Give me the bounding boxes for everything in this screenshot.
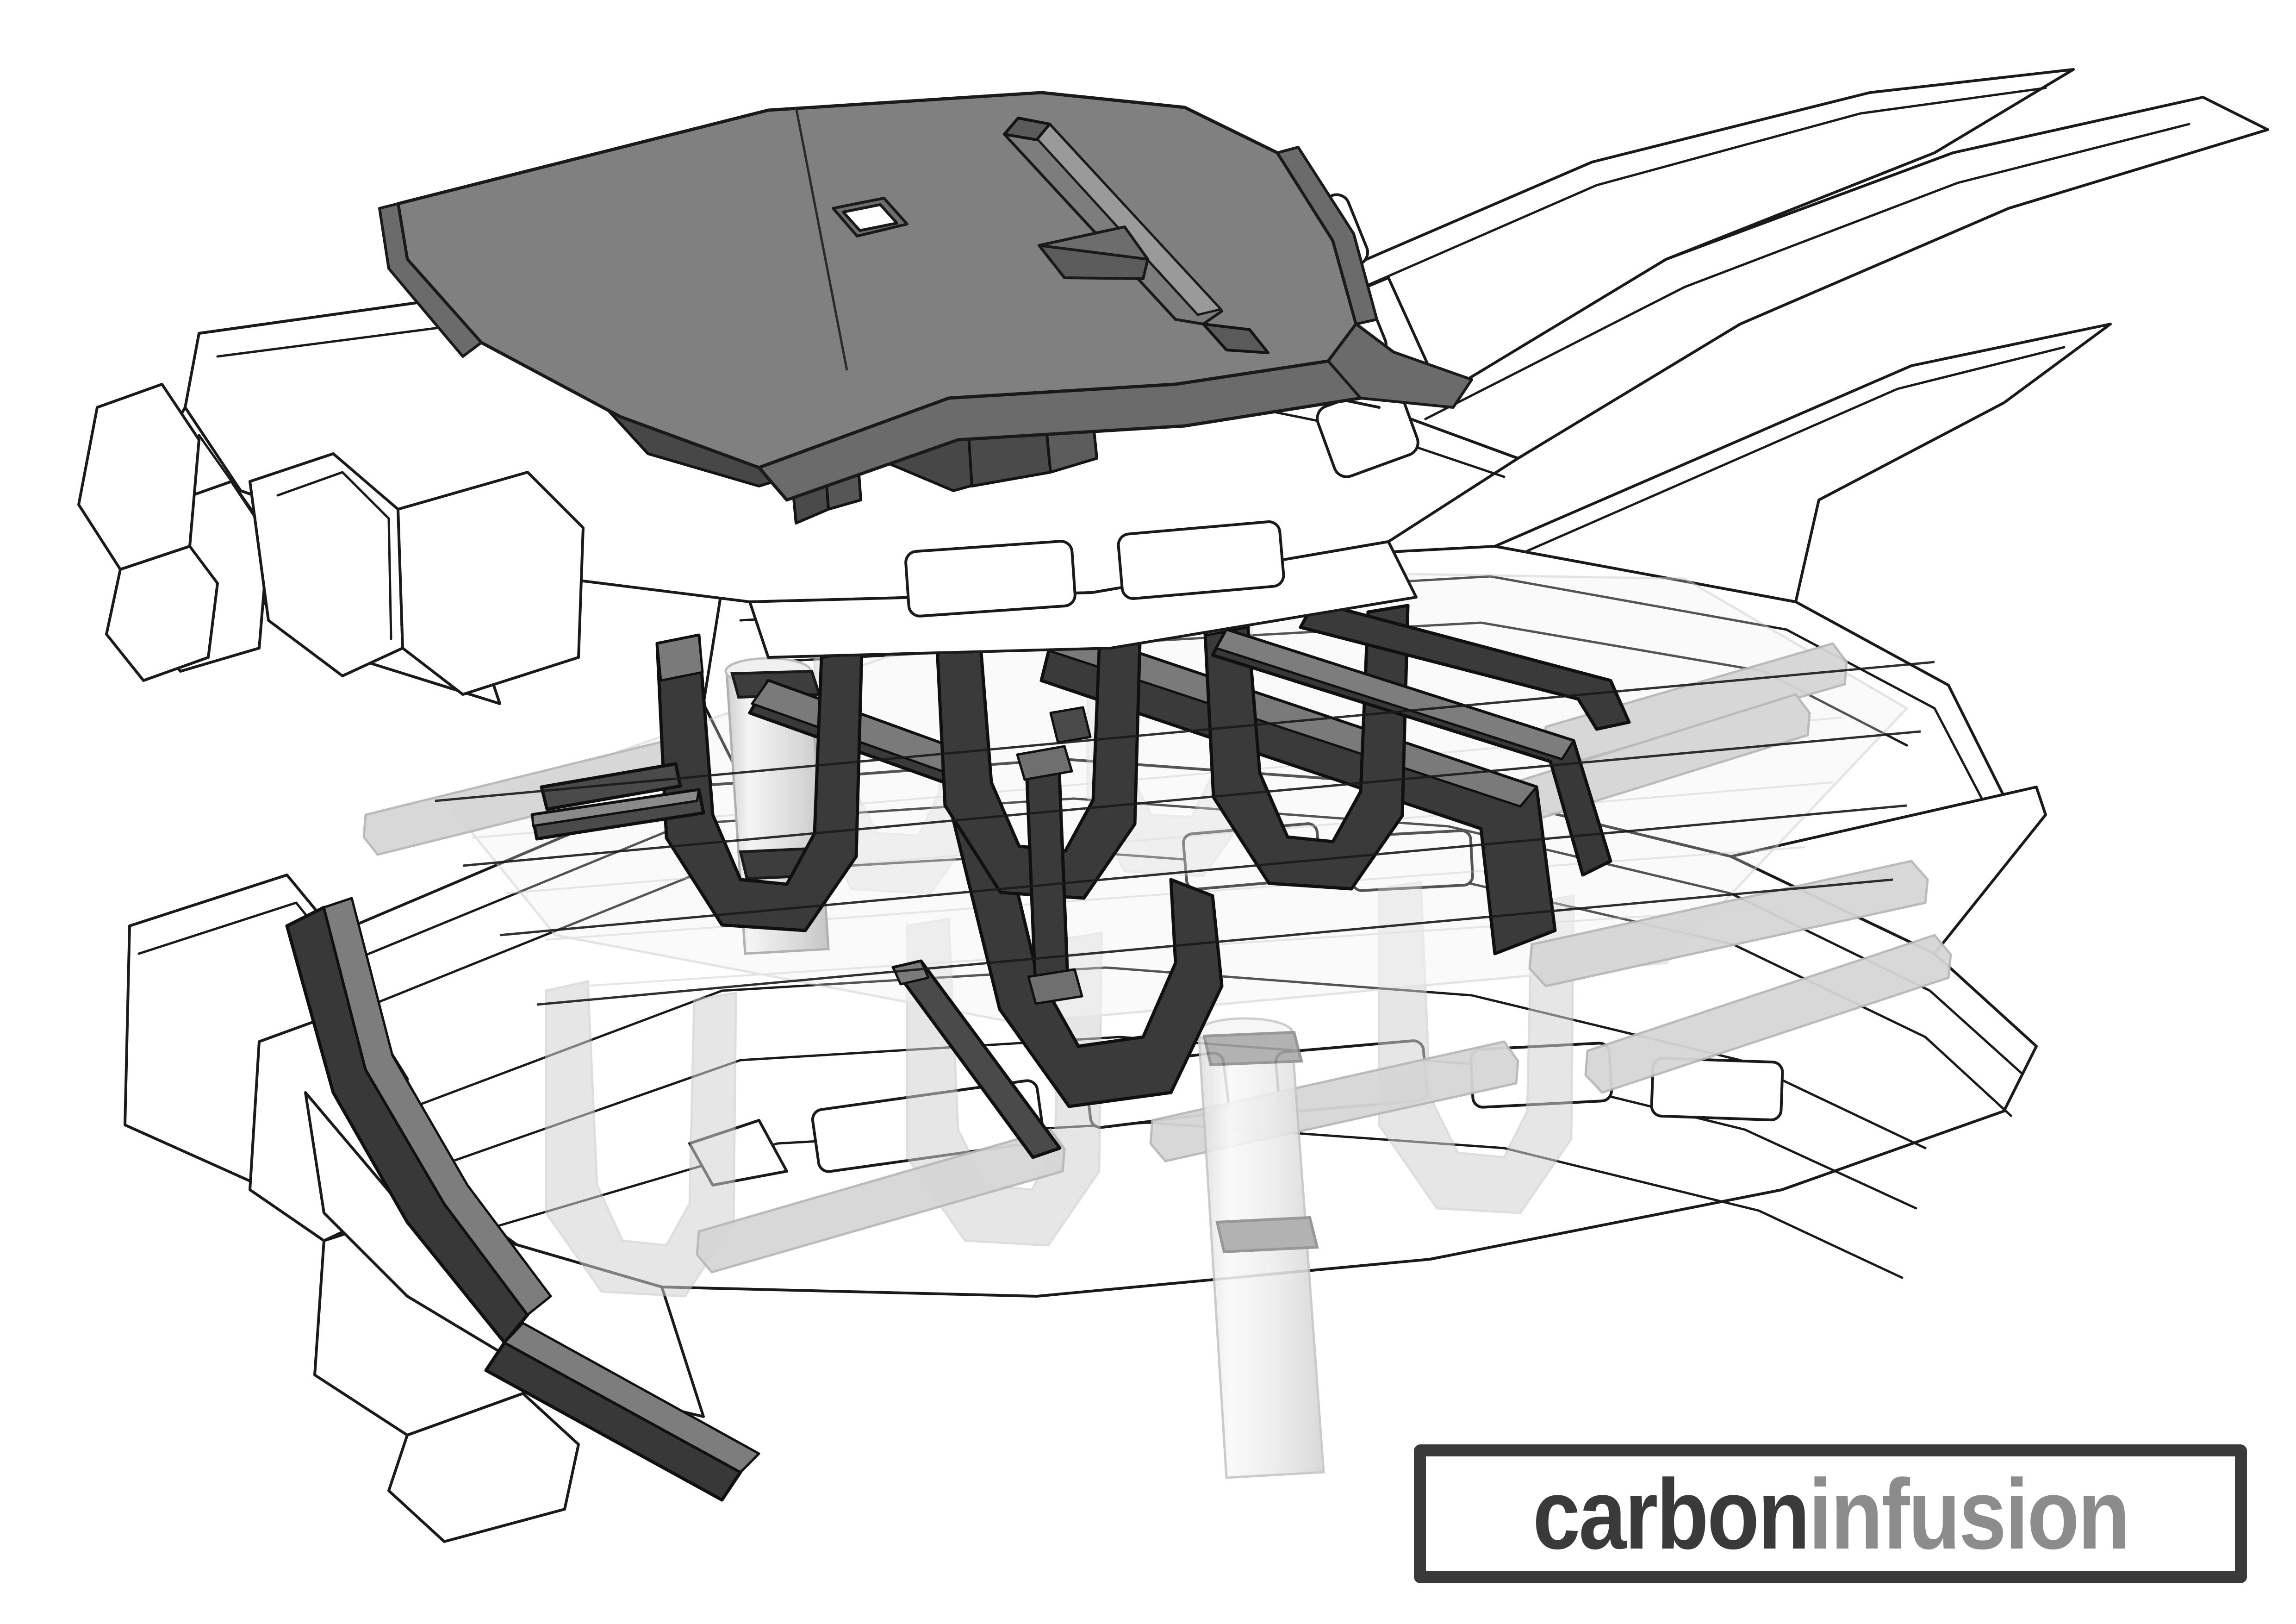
logo-word-infusion: infusion xyxy=(1808,1458,2130,1570)
carbon-t-rib xyxy=(540,762,682,811)
hull-window xyxy=(1650,1056,1784,1122)
carboninfusion-logo: carboninfusion xyxy=(1414,1444,2247,1583)
ghost-bulkhead xyxy=(545,980,737,1298)
bulkhead-frame-aft xyxy=(1201,588,1410,891)
forward-beam-inner xyxy=(1424,123,2190,420)
carbon-stanchion-cap-top xyxy=(1016,745,1073,781)
starboard-bow-wing xyxy=(1493,323,2112,603)
logo-word-carbon: carbon xyxy=(1532,1458,1810,1570)
saloon-window xyxy=(1117,520,1285,600)
trampoline-panel xyxy=(1322,68,2075,395)
mast-post-aft xyxy=(1196,1017,1325,1479)
saloon-window xyxy=(904,540,1076,618)
carbon-stanchion-cap-bottom xyxy=(1027,968,1083,1005)
starboard-bow-wing-inner xyxy=(1526,346,2066,552)
carbon-brace-diagonal-top xyxy=(892,960,930,986)
hardtop-seam xyxy=(795,107,848,371)
carbon-stanchion xyxy=(1025,761,1070,998)
stringer-port-top-face xyxy=(323,897,552,1316)
overlay-construction-lines xyxy=(435,661,1935,1006)
coachroof-corner xyxy=(77,383,200,571)
bulkhead-frame-forward xyxy=(655,633,864,932)
carbon-beam-starboard-aft xyxy=(1299,600,1631,731)
hatch-opening xyxy=(842,203,898,232)
wedge-block-side xyxy=(1038,244,1149,280)
track-rail-start-cap xyxy=(1003,117,1051,141)
hardtop-tail xyxy=(1327,323,1473,409)
carbon-strip xyxy=(696,1128,1066,1274)
carbon-strip xyxy=(1528,860,1929,987)
post-collar-ghost xyxy=(1215,1216,1319,1254)
support-posts-layer xyxy=(724,657,1325,1479)
transom-step-aft-2 xyxy=(387,1392,580,1543)
forward-beam xyxy=(1378,96,2269,460)
hardtop-forward-edge xyxy=(1276,146,1378,325)
carbon-rib-short-top xyxy=(531,788,700,827)
trampoline-panel-edge xyxy=(1341,87,2047,298)
post-collar-ghost xyxy=(1202,1031,1303,1067)
stringer-port-aft-top xyxy=(503,1322,760,1474)
hardtop-wedge-block xyxy=(1038,225,1149,280)
saloon-doorway-inner xyxy=(276,471,392,640)
carbon-strip xyxy=(1584,934,1952,1094)
saloon-windows xyxy=(904,520,1285,618)
track-rail-end-cap xyxy=(1202,323,1269,354)
carbon-block-detail xyxy=(1049,706,1092,744)
stringer-starboard-top xyxy=(1215,628,1575,761)
hardtop-hatch xyxy=(832,197,908,237)
saloon-mid-panel xyxy=(397,471,585,696)
bulkhead-frame-forward-edge xyxy=(656,634,704,682)
hardtop-track-rail xyxy=(1003,117,1269,354)
logo-wordmark: carboninfusion xyxy=(1532,1464,2130,1564)
hardtop-port-tip xyxy=(378,202,483,358)
coachroof-corner-step xyxy=(105,545,219,682)
hardtop-layer xyxy=(378,91,1473,525)
